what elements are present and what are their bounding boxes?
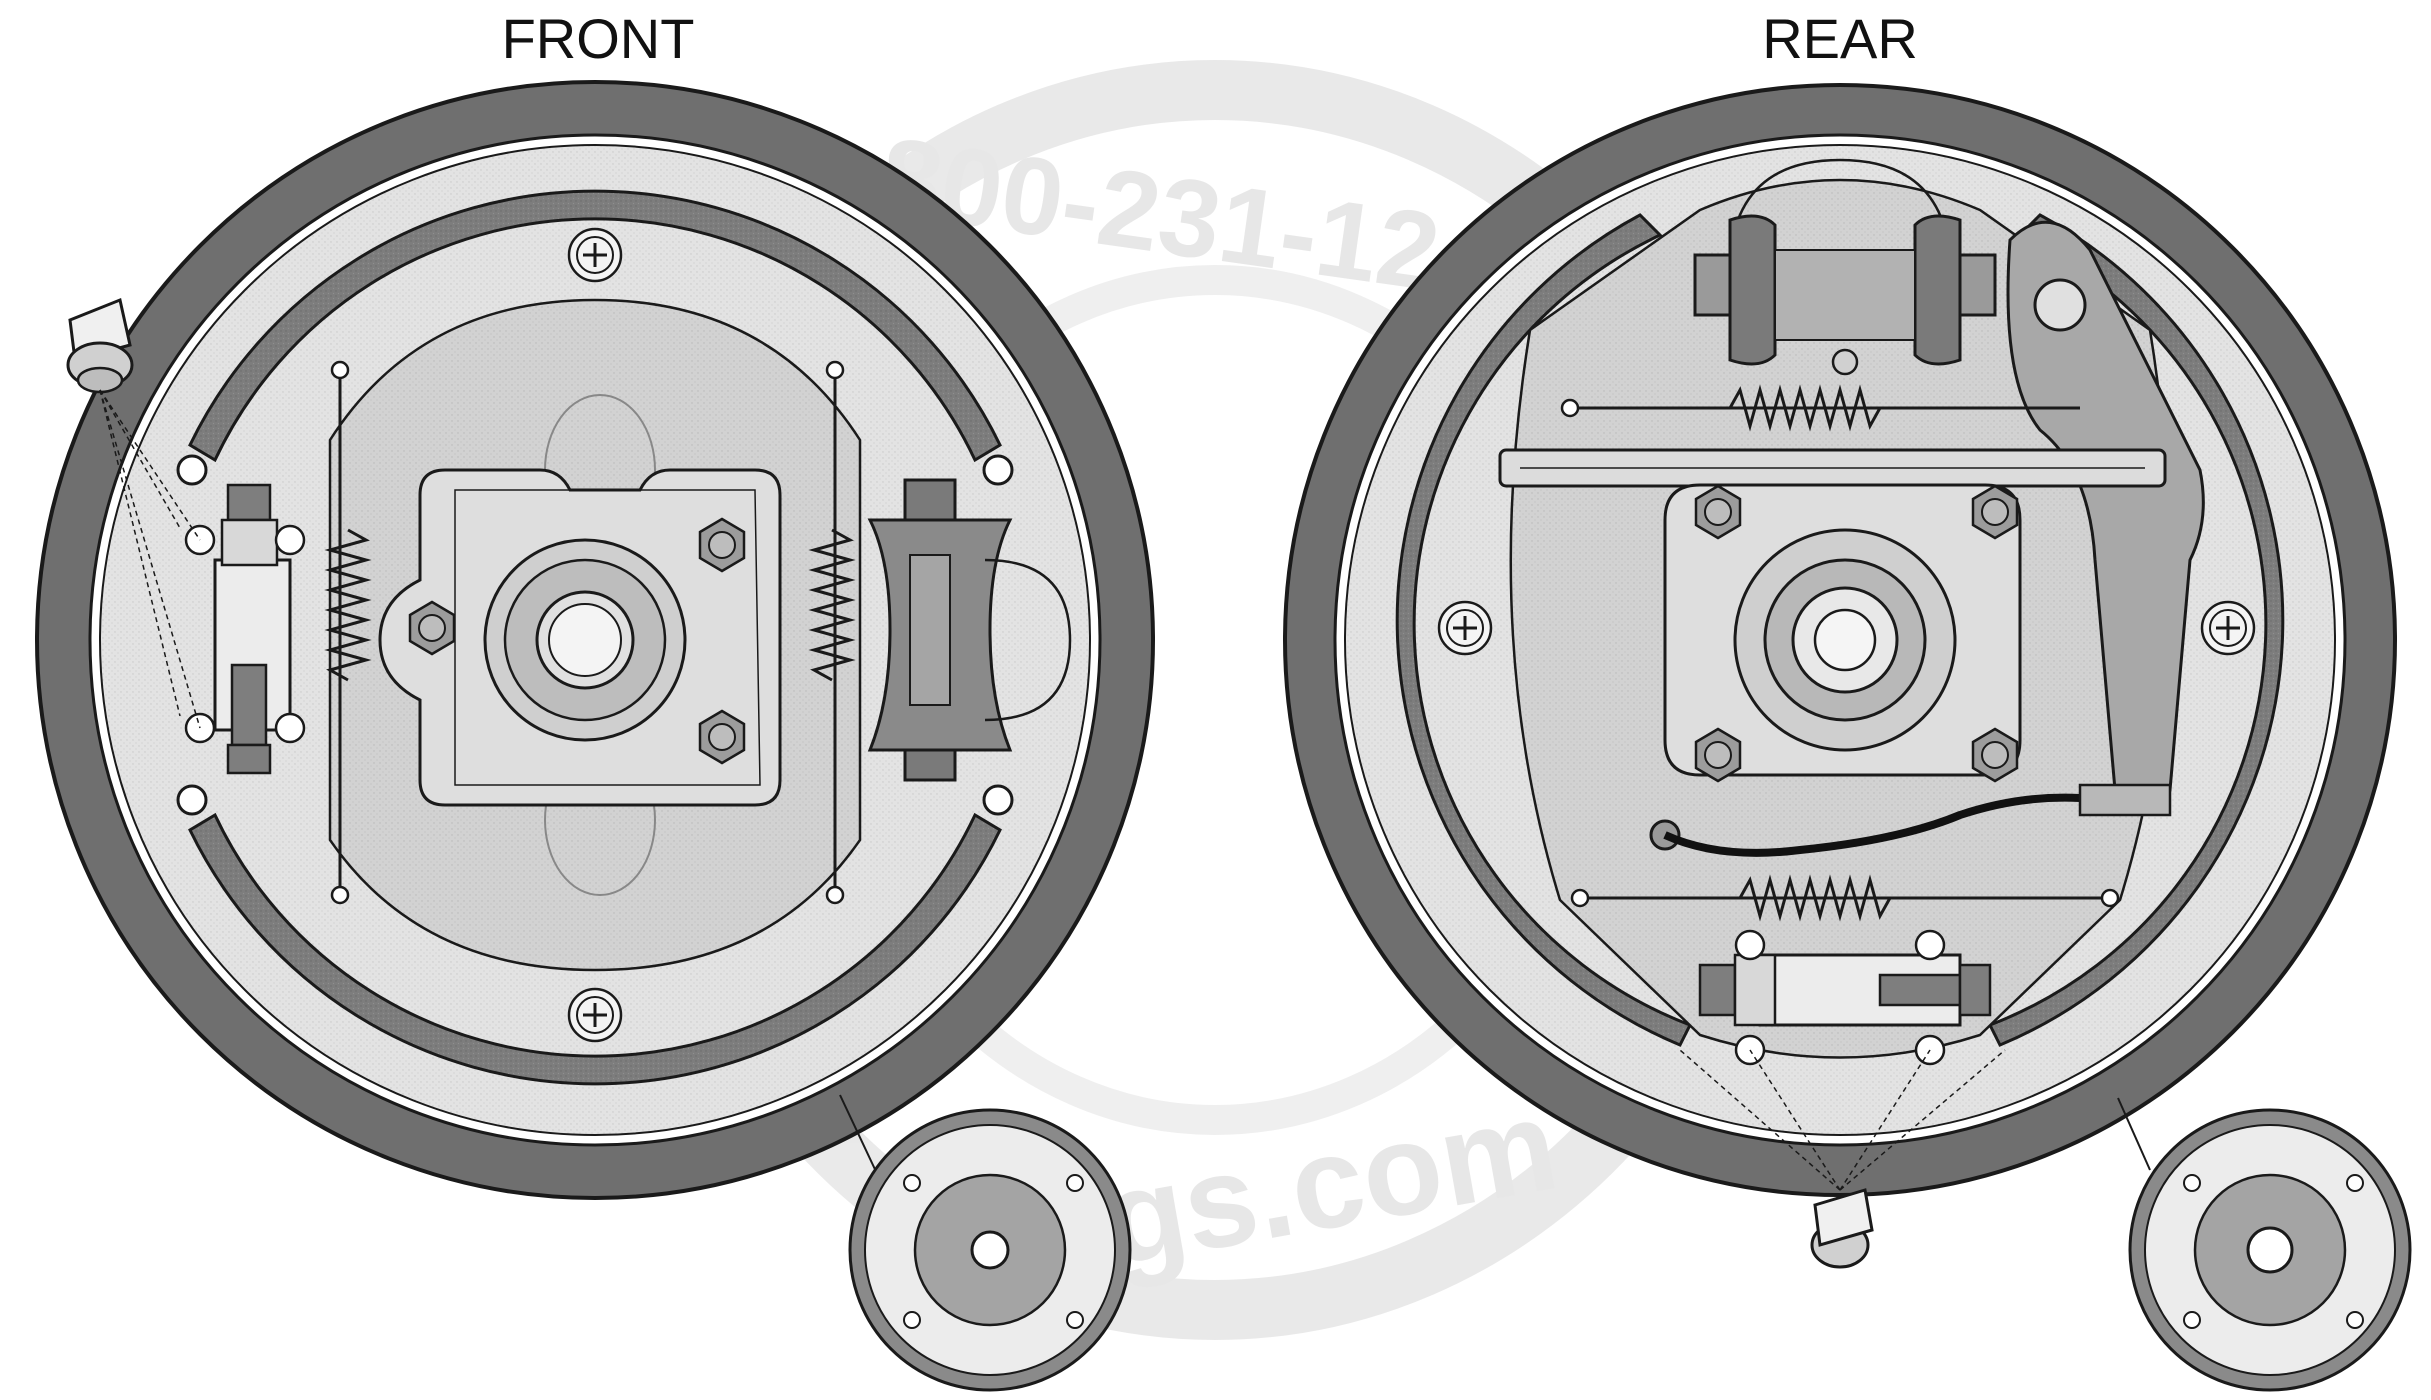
rear-drum-inset (2128, 1108, 2412, 1392)
front-crosshair-screw-icon (567, 227, 623, 283)
rear-plug-icon (1679, 1049, 2006, 1269)
front-hub-bolt (408, 600, 456, 656)
rear-label: REAR (1762, 7, 1918, 70)
rear-crosshair-screw-icon (2200, 600, 2256, 656)
rear-axle-bolt (1971, 727, 2019, 783)
front-drum-inset (848, 1108, 1132, 1392)
front-brake (35, 80, 1155, 1200)
rear-axle-bolt (1694, 484, 1742, 540)
front-hub-bolt (698, 709, 746, 765)
rear-adjuster (1698, 929, 1992, 1066)
rear-brake-line (1663, 793, 2081, 857)
rear-axle-bolt (1971, 484, 2019, 540)
front-lower-shoe (188, 812, 1002, 1086)
front-upper-shoe (188, 189, 1002, 463)
rear-axle-bolt (1694, 727, 1742, 783)
rear-wheel-cylinder (1693, 214, 1997, 376)
rear-parking-brake-lever (2006, 220, 2205, 792)
front-wheel-cylinder (867, 478, 1072, 782)
front-plug-icon (66, 297, 201, 729)
rear-brake (1283, 83, 2397, 1269)
front-label: FRONT (502, 7, 695, 70)
front-crosshair-screw-icon (567, 987, 623, 1043)
rear-crosshair-screw-icon (1437, 600, 1493, 656)
front-hub-bolt (698, 517, 746, 573)
